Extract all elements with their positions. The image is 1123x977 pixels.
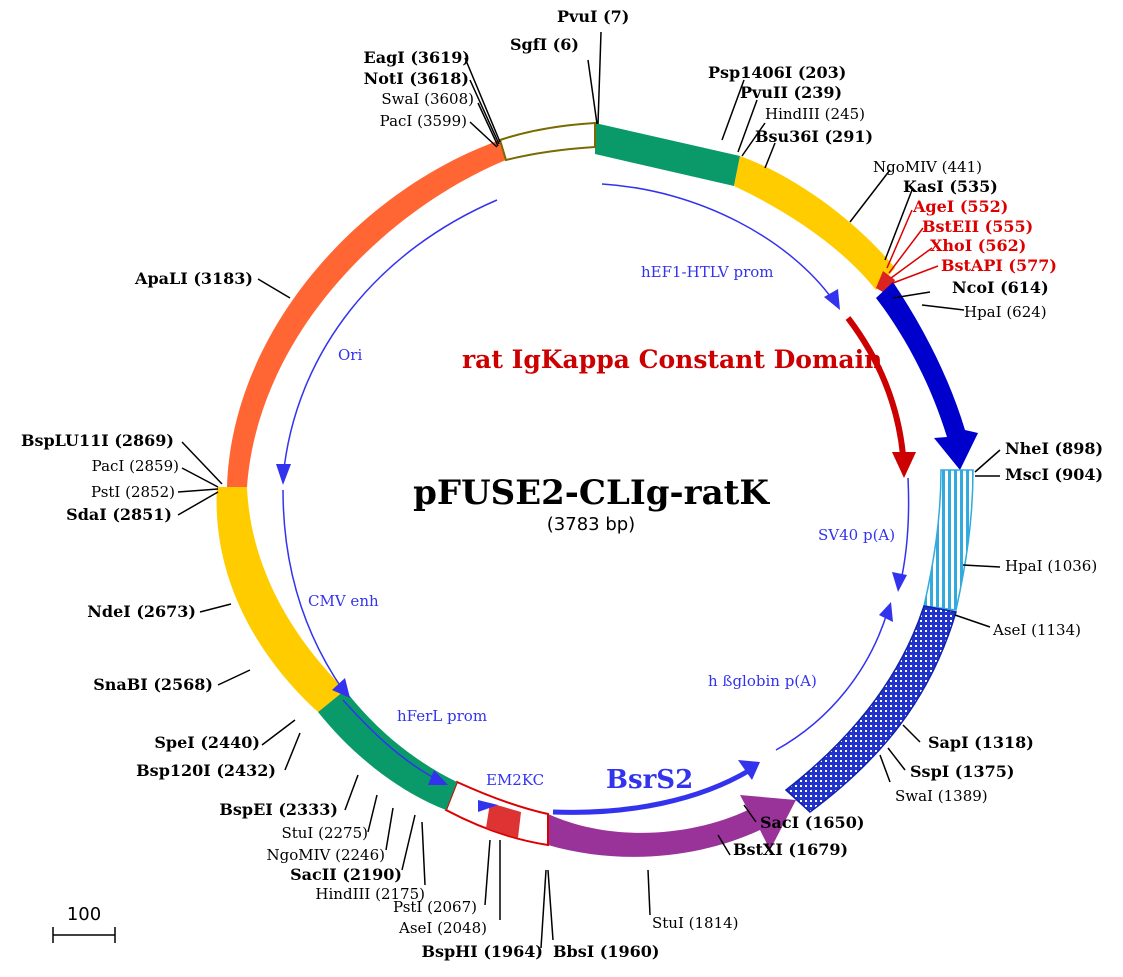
site-label-eagi-3619: EagI (3619) <box>364 48 470 67</box>
site-label-noti-3618: NotI (3618) <box>364 69 469 88</box>
segment-linker-olive <box>498 121 596 162</box>
rat-igkappa-arrow-shaft <box>845 316 906 456</box>
site-leader-lines <box>177 31 1001 949</box>
site-label-hpai-1036: HpaI (1036) <box>1005 557 1097 575</box>
site-label-bsp120i-2432: Bsp120I (2432) <box>136 761 276 780</box>
site-label-apali-3183: ApaLI (3183) <box>134 269 253 288</box>
site-label-agei-552: AgeI (552) <box>912 197 1008 216</box>
feature-label-sv40-pa: SV40 p(A) <box>818 526 895 544</box>
site-label-ndei-2673: NdeI (2673) <box>87 602 196 621</box>
site-label-kasi-535: KasI (535) <box>903 177 998 196</box>
arrow-bsrs2 <box>552 767 752 815</box>
site-label-paci-3599: PacI (3599) <box>380 112 467 130</box>
segment-em2kc-red-block <box>486 803 521 838</box>
segment-hferl-green <box>318 690 457 810</box>
site-label-bsteii-555: BstEII (555) <box>922 217 1033 236</box>
site-label-bsphi-1964: BspHI (1964) <box>421 942 543 961</box>
site-label-sdai-2851: SdaI (2851) <box>66 505 172 524</box>
rat-igkappa-arrow <box>845 316 916 478</box>
arrow-sv40-head <box>892 572 907 592</box>
site-label-pvui-7: PvuI (7) <box>557 7 629 26</box>
arrow-hef1-htlv <box>601 183 834 301</box>
segment-rat-igkappa-blue <box>876 282 978 470</box>
site-label-nhei-898: NheI (898) <box>1005 439 1103 458</box>
feature-label-cmv-enh: CMV enh <box>308 592 379 610</box>
site-label-snabi-2568: SnaBI (2568) <box>93 675 213 694</box>
site-label-ngomiv-441: NgoMIV (441) <box>873 158 982 176</box>
site-label-psti-2852: PstI (2852) <box>91 483 175 501</box>
plasmid-name: pFUSE2-CLIg-ratK <box>413 473 770 513</box>
segment-cmv-yellow <box>216 487 345 712</box>
scale-bar: 100 <box>52 904 116 943</box>
site-label-swai-3608: SwaI (3608) <box>381 90 474 108</box>
site-label-pvuii-239: PvuII (239) <box>740 83 842 102</box>
arrow-ori <box>282 199 498 479</box>
site-label-bspei-2333: BspEI (2333) <box>219 800 338 819</box>
site-label-hpai-624: HpaI (624) <box>964 303 1047 321</box>
site-label-ncoi-614: NcoI (614) <box>952 278 1049 297</box>
feature-label-ori: Ori <box>338 346 362 364</box>
arrow-cmv-head <box>332 678 350 698</box>
segment-globin-blue-hatched <box>784 605 957 813</box>
feature-label-hef1-htlv: hEF1-HTLV prom <box>641 263 774 281</box>
site-label-bstxi-1679: BstXI (1679) <box>733 840 848 859</box>
site-label-saci-1650: SacI (1650) <box>760 813 864 832</box>
site-label-bstapi-577: BstAPI (577) <box>941 256 1057 275</box>
arrow-hef1-htlv-head <box>824 289 840 310</box>
site-label-paci-2859: PacI (2859) <box>92 457 179 475</box>
segment-bsrs2-purple <box>548 795 796 857</box>
site-label-bsplu11i-2869: BspLU11I (2869) <box>21 431 174 450</box>
arrow-globin-head <box>879 602 893 622</box>
scale-bar-label: 100 <box>67 904 101 925</box>
arrow-hferl <box>342 699 439 781</box>
site-label-bsu36i-291: Bsu36I (291) <box>755 127 873 146</box>
arrow-em2kc-head <box>478 800 498 812</box>
site-label-ngomiv-2246: NgoMIV (2246) <box>266 846 385 864</box>
site-label-sgfi-6: SgfI (6) <box>510 35 579 54</box>
segment-ori-orange <box>227 140 506 487</box>
site-label-sspi-1375: SspI (1375) <box>910 762 1014 781</box>
site-label-swai-1389: SwaI (1389) <box>895 787 988 805</box>
backbone-segments <box>216 121 978 857</box>
feature-label-em2kc: EM2KC <box>486 771 544 789</box>
site-label-asei-1134: AseI (1134) <box>992 621 1081 639</box>
arrow-globin <box>775 609 889 751</box>
feature-label-h-globin-pa: h ßglobin p(A) <box>708 672 817 690</box>
site-label-sapi-1318: SapI (1318) <box>928 733 1034 752</box>
arrow-ori-head <box>276 464 291 485</box>
site-label-msci-904: MscI (904) <box>1005 465 1103 484</box>
site-label-spei-2440: SpeI (2440) <box>154 733 260 752</box>
site-leader-lines-red <box>886 209 939 284</box>
feature-label-hferl-prom: hFerL prom <box>397 707 487 725</box>
segment-hef1-htlv-green <box>595 123 740 186</box>
inner-feature-arrows <box>276 183 910 815</box>
arrow-hferl-head <box>428 770 448 785</box>
site-label-stui-1814: StuI (1814) <box>652 914 739 932</box>
arrow-sv40 <box>899 477 910 586</box>
arrow-cmv <box>282 489 344 691</box>
site-label-asei-2048: AseI (2048) <box>398 919 487 937</box>
site-label-sacii-2190: SacII (2190) <box>290 865 402 884</box>
restriction-site-labels: PvuI (7) SgfI (6) Psp1406I (203)PvuII (239… <box>21 7 1103 961</box>
segment-sv40-cyan <box>923 469 974 611</box>
site-label-hindiii-2175: HindIII (2175) <box>315 885 425 903</box>
rat-igkappa-arrow-head <box>892 452 916 478</box>
site-label-xhoi-562: XhoI (562) <box>930 236 1026 255</box>
site-label-hindiii-245: HindIII (245) <box>765 105 865 123</box>
site-label-psti-2067: PstI (2067) <box>393 898 477 916</box>
segment-hef1-htlv-yellow <box>734 156 895 290</box>
feature-labels: hEF1-HTLV prom Ori CMV enh hFerL prom EM… <box>308 263 895 795</box>
plasmid-size: (3783 bp) <box>547 514 635 535</box>
arrow-bsrs2-head <box>738 760 760 780</box>
site-label-bbsi-1960: BbsI (1960) <box>553 942 659 961</box>
gene-label: rat IgKappa Constant Domain <box>462 345 882 374</box>
feature-label-bsrs2: BsrS2 <box>606 765 693 795</box>
site-label-stui-2275: StuI (2275) <box>281 824 368 842</box>
site-label-psp1406i-203: Psp1406I (203) <box>708 63 846 82</box>
